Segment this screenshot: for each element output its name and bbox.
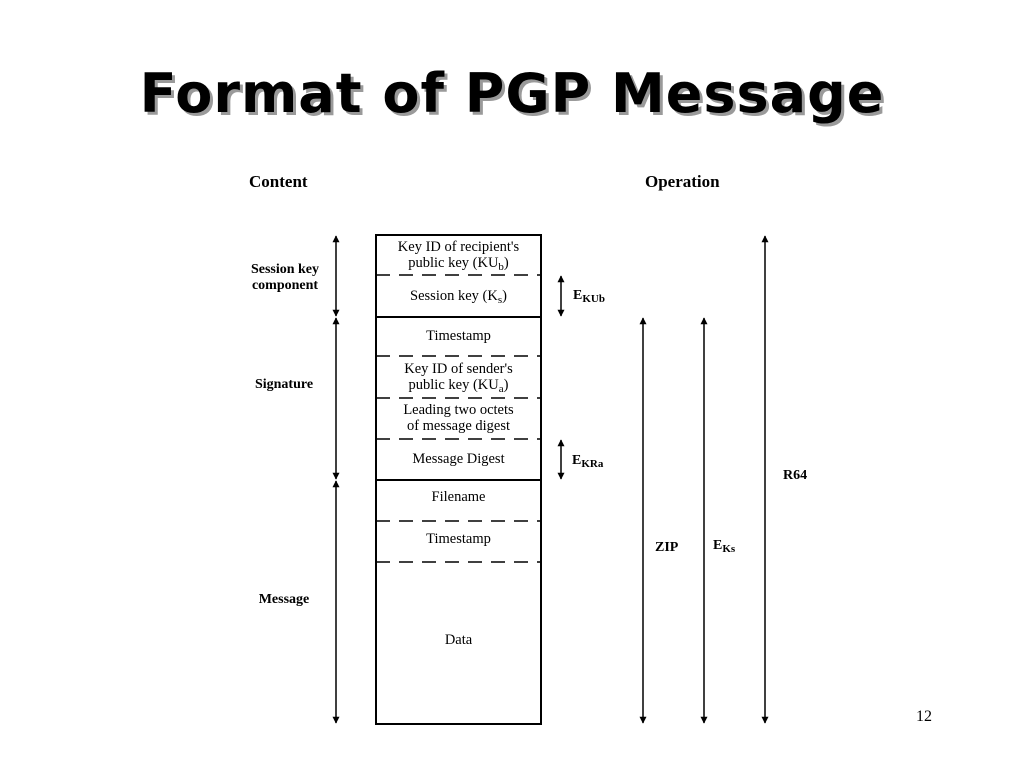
key-id-sender-line1: Key ID of sender's xyxy=(404,361,513,377)
key-id-recipient-cell: Key ID of recipient's public key (KUb) xyxy=(376,239,541,273)
key-id-recipient-line1: Key ID of recipient's xyxy=(397,239,520,255)
data-cell: Data xyxy=(444,632,473,648)
slide-title: Format of PGP Message xyxy=(139,62,885,125)
e-kra-label: EKRa xyxy=(572,453,604,470)
session-key-cell: Session key (Ks) xyxy=(410,288,507,306)
timestamp-signature-cell: Timestamp xyxy=(426,328,491,344)
e-kub-label: EKUb xyxy=(573,288,605,305)
zip-label: ZIP xyxy=(655,540,679,555)
r64-label: R64 xyxy=(783,468,808,483)
signature-label: Signature xyxy=(254,377,314,392)
e-ks-label: EKs xyxy=(713,538,736,555)
message-label: Message xyxy=(258,592,310,607)
operation-header: Operation xyxy=(645,172,720,191)
message-digest-cell: Message Digest xyxy=(412,451,505,467)
leading-octets-line1: Leading two octets xyxy=(403,402,514,418)
key-id-recipient-line2: public key (KUb) xyxy=(408,255,509,273)
session-key-label-line2: component xyxy=(251,278,319,293)
leading-octets-cell: Leading two octets of message digest xyxy=(376,402,541,434)
key-id-sender-cell: Key ID of sender's public key (KUa) xyxy=(376,361,541,395)
session-key-label-line1: Session key xyxy=(250,262,320,277)
timestamp-message-cell: Timestamp xyxy=(426,531,491,547)
filename-cell: Filename xyxy=(431,489,486,505)
key-id-sender-line2: public key (KUa) xyxy=(408,377,509,395)
session-key-component-label: Session key component xyxy=(240,262,330,294)
leading-octets-line2: of message digest xyxy=(406,418,511,434)
content-header: Content xyxy=(249,172,308,191)
page-number: 12 xyxy=(916,708,932,725)
